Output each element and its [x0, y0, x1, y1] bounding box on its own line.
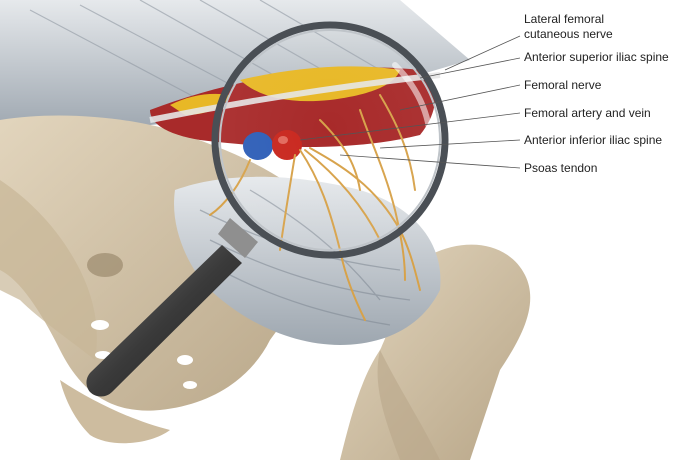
label-femoral-nerve: Femoral nerve	[524, 78, 601, 93]
femur-bone	[340, 244, 531, 460]
leader-psoas	[339, 154, 521, 169]
leader-fn	[399, 84, 521, 111]
label-psoas-tendon: Psoas tendon	[524, 161, 597, 176]
magnifier-handle	[86, 245, 243, 397]
sacral-foramen-4	[183, 381, 197, 389]
leader-lines	[299, 35, 521, 169]
leader-asis	[419, 57, 521, 79]
label-text: cutaneous nerve	[524, 27, 613, 41]
obturator-foramen	[87, 253, 123, 277]
label-text: Femoral artery and vein	[524, 106, 651, 120]
label-text: Anterior inferior iliac spine	[524, 133, 663, 147]
leader-aiis	[379, 139, 521, 149]
magnifier	[86, 21, 449, 397]
magnifier-lens	[211, 21, 449, 259]
label-text: Lateral femoral	[524, 12, 605, 26]
leader-lfcn	[444, 35, 521, 71]
label-text: Anterior superior iliac spine	[524, 50, 669, 64]
magnifier-collar	[218, 218, 258, 258]
label-anterior-inferior-iliac-spine: Anterior inferior iliac spine	[524, 133, 662, 148]
label-text: Psoas tendon	[524, 161, 598, 175]
label-lateral-femoral-cutaneous-nerve: Lateral femoral cutaneous nerve	[524, 12, 613, 42]
sacral-foramen-3	[177, 355, 193, 365]
label-anterior-superior-iliac-spine: Anterior superior iliac spine	[524, 50, 669, 65]
sacral-foramen-1	[91, 320, 109, 330]
leader-fav	[299, 112, 521, 141]
label-femoral-artery-and-vein: Femoral artery and vein	[524, 106, 651, 121]
label-text: Femoral nerve	[524, 78, 602, 92]
